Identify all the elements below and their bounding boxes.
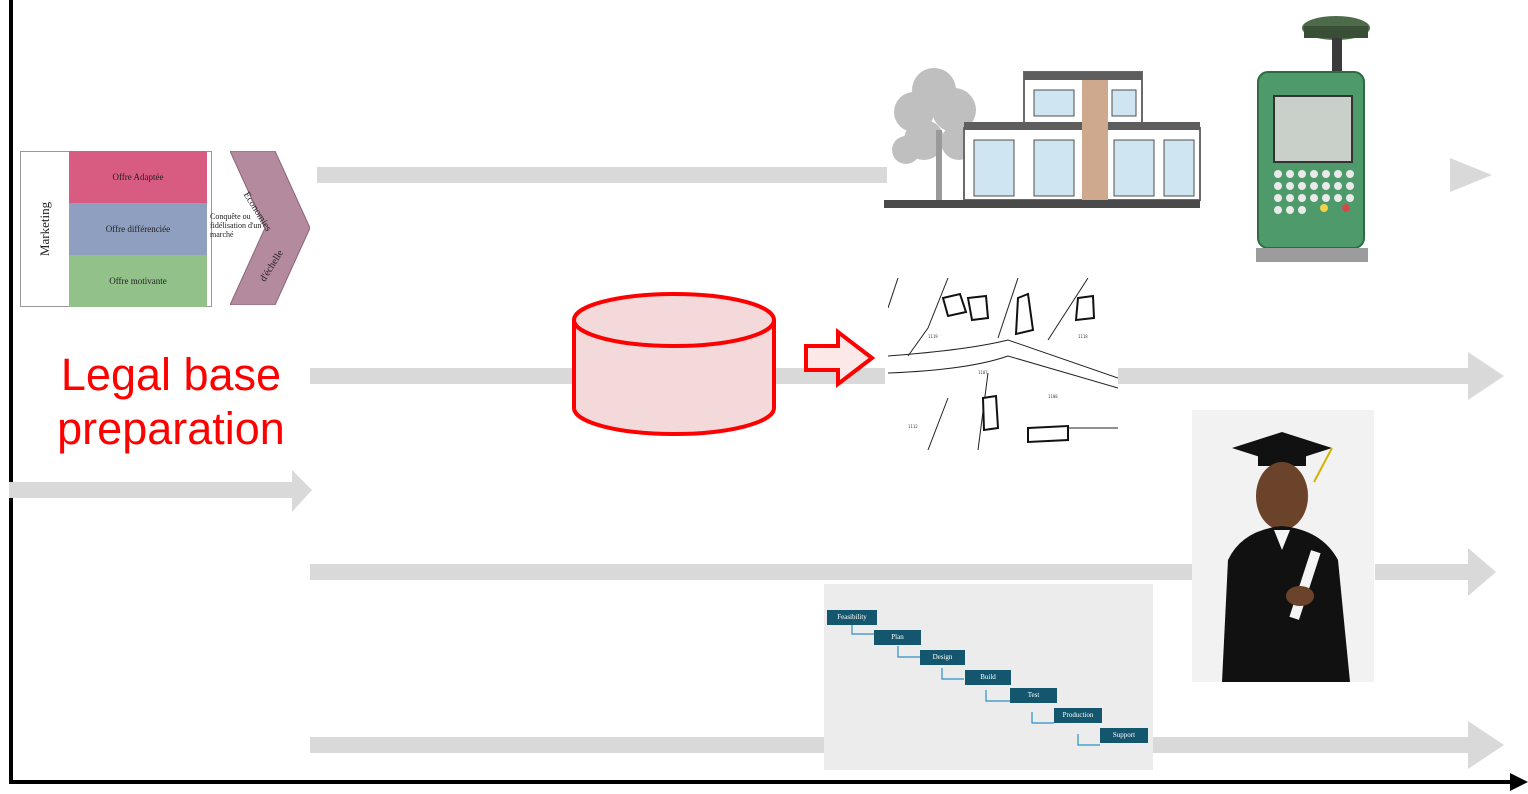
waterfall-step-plan: Plan xyxy=(874,630,921,645)
row3-arrow-shaft xyxy=(310,564,1195,580)
marketing-diagram: Marketing Offre Adaptée Offre différenci… xyxy=(0,0,320,320)
waterfall-step-feasibility: Feasibility xyxy=(827,610,877,625)
gps-receiver-image xyxy=(1250,12,1380,264)
house-image xyxy=(884,50,1202,210)
marketing-side-label: Marketing xyxy=(20,152,70,305)
row2-arrow-shaft-left xyxy=(310,368,580,384)
waterfall-step-build: Build xyxy=(965,670,1011,685)
row2-arrowhead xyxy=(1468,352,1504,400)
graduate-image xyxy=(1192,410,1374,682)
row1-arrowhead xyxy=(1450,158,1492,192)
row4-arrowhead xyxy=(1468,721,1504,769)
svg-text:1119: 1119 xyxy=(928,334,938,339)
row4-arrow-shaft-right xyxy=(1152,737,1470,753)
row1-arrow-shaft xyxy=(317,167,887,183)
x-axis-arrowhead xyxy=(1510,773,1528,791)
waterfall-step-support: Support xyxy=(1100,728,1148,743)
row3-arrow-shaft-right xyxy=(1375,564,1470,580)
left-arrowhead xyxy=(292,470,312,512)
svg-text:1112: 1112 xyxy=(908,424,918,429)
waterfall-diagram: Feasibility Plan Design Build Test Produ… xyxy=(824,584,1153,770)
row2-arrow-shaft-right xyxy=(1115,368,1470,384)
svg-text:1108: 1108 xyxy=(1048,394,1058,399)
offer-adaptee-box: Offre Adaptée xyxy=(69,151,207,203)
waterfall-step-test: Test xyxy=(1010,688,1057,703)
svg-text:1107: 1107 xyxy=(978,370,988,375)
left-arrow-shaft xyxy=(9,482,294,498)
row3-arrowhead xyxy=(1468,548,1496,596)
row4-arrow-shaft-left xyxy=(310,737,828,753)
waterfall-step-production: Production xyxy=(1054,708,1102,723)
svg-text:1118: 1118 xyxy=(1078,334,1088,339)
offer-differenciee-box: Offre différenciée xyxy=(69,203,207,255)
offer-motivante-box: Offre motivante xyxy=(69,255,207,307)
cadastral-map-image: 1119 1118 1107 1108 1112 xyxy=(888,278,1118,450)
waterfall-step-design: Design xyxy=(920,650,965,665)
database-cylinder-icon xyxy=(568,290,780,442)
red-arrow-icon xyxy=(800,326,880,390)
